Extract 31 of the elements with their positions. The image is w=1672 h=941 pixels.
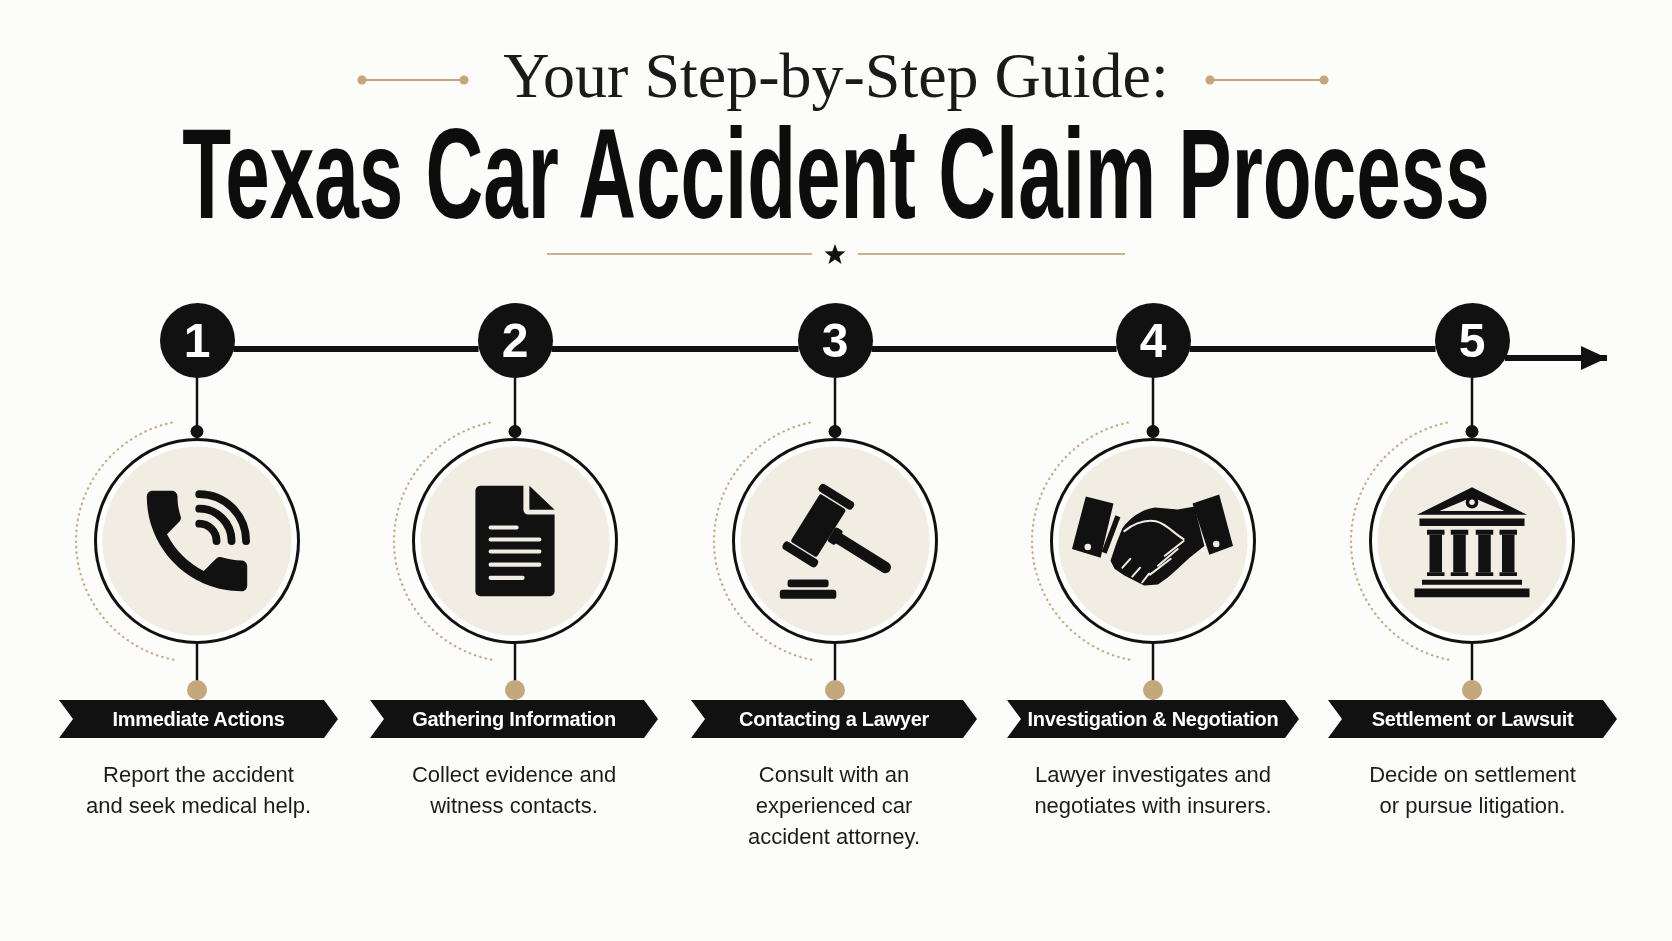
- connector-line: [187, 644, 207, 700]
- connector-line: [825, 644, 845, 700]
- timeline-line: [871, 346, 1117, 352]
- step-number: 3: [797, 302, 873, 378]
- step-description: Lawyer investigates and negotiates with insurers.: [1033, 761, 1273, 820]
- connector-line: [505, 644, 525, 700]
- connector-line: [190, 377, 204, 438]
- step-banner: Immediate Actions: [59, 700, 338, 738]
- connector-line: [508, 377, 522, 438]
- connector-line: [828, 377, 842, 438]
- step-description: Collect evidence and witness contacts.: [410, 761, 618, 820]
- step-number: 4: [1115, 302, 1191, 378]
- title: Texas Car Accident Claim Process: [182, 110, 1490, 238]
- connector-line: [1465, 377, 1479, 438]
- connector-line: [1146, 377, 1160, 438]
- step-number: 1: [159, 302, 235, 378]
- timeline-line: [233, 346, 479, 352]
- timeline-arrow: [1504, 346, 1607, 370]
- step-banner: Investigation & Negotiation: [1007, 700, 1299, 738]
- step-description: Consult with an experienced car accident attorney.: [747, 761, 921, 851]
- step-banner: Gathering Information: [370, 700, 658, 738]
- step-description: Report the accident and seek medical help.: [85, 761, 312, 820]
- step-number: 5: [1434, 302, 1510, 378]
- step-banner: Contacting a Lawyer: [691, 700, 977, 738]
- connector-line: [1143, 644, 1163, 700]
- timeline-line: [551, 346, 799, 352]
- connector-line: [1462, 644, 1482, 700]
- step-banner: Settlement or Lawsuit: [1328, 700, 1617, 738]
- step-description: Decide on settlement or pursue litigation.: [1368, 761, 1577, 820]
- step-number: 2: [477, 302, 553, 378]
- timeline-line: [1189, 346, 1436, 352]
